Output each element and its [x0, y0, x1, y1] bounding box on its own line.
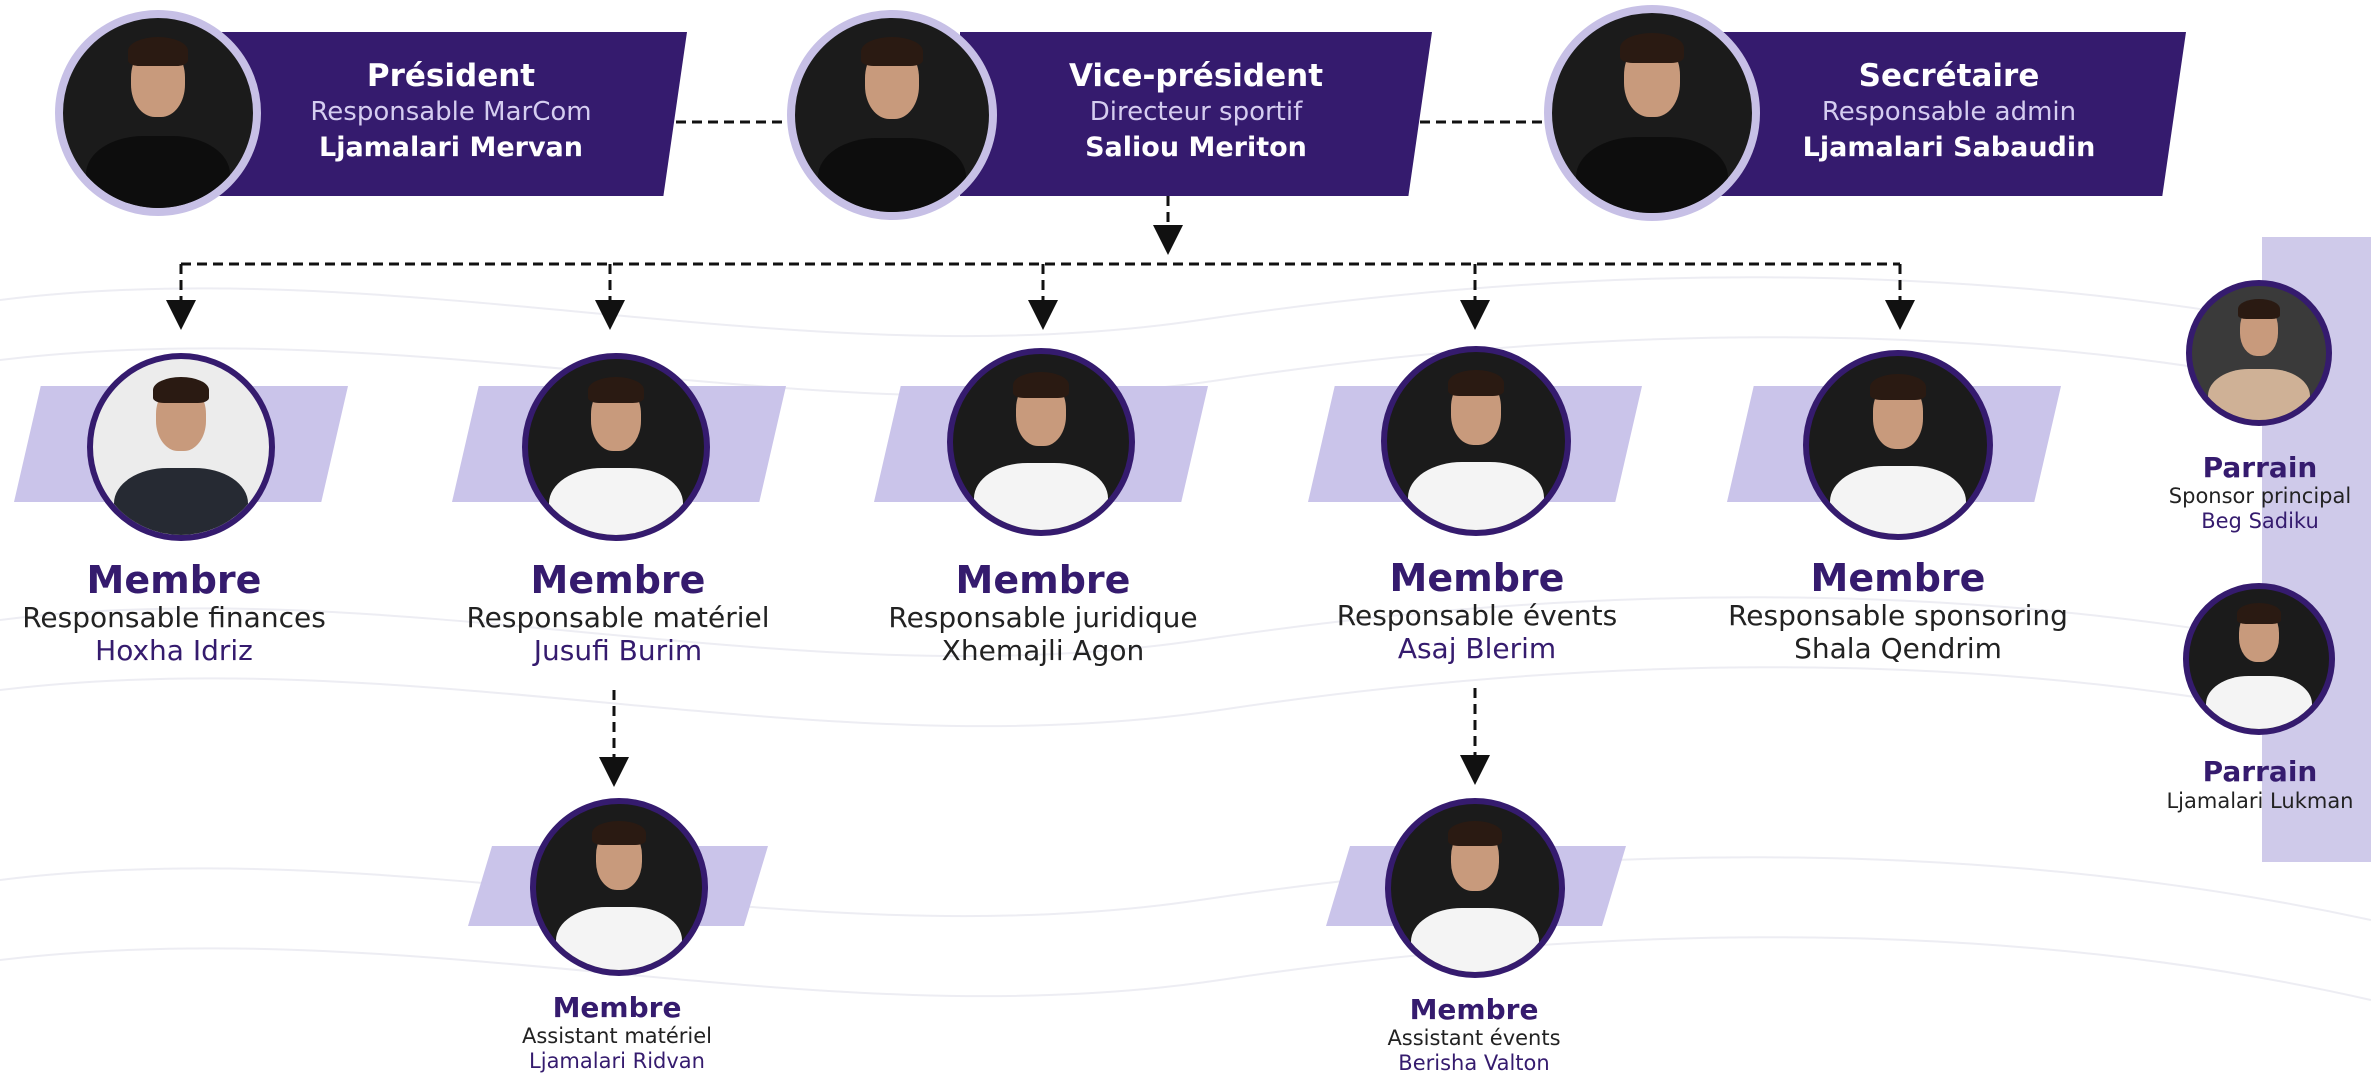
member-role: Membre: [530, 558, 706, 602]
member-role: Membre: [86, 558, 262, 602]
assistant-name: Berisha Valton: [1398, 1051, 1550, 1075]
assistant-card: Membre Assistant évents Berisha Valton: [1294, 994, 1654, 1076]
exec-role: Président: [366, 58, 536, 94]
sponsor-card: Parrain Sponsor principal Beg Sadiku: [2155, 452, 2365, 534]
avatar: [787, 10, 997, 220]
avatar: [1544, 5, 1760, 221]
sponsor-card: Parrain Ljamalari Lukman: [2155, 756, 2365, 814]
member-name: Jusufi Burim: [533, 634, 703, 667]
member-card: Membre Responsable matériel Jusufi Burim: [408, 558, 828, 668]
member-role: Membre: [955, 558, 1131, 602]
member-card: Membre Responsable évents Asaj Blerim: [1267, 556, 1687, 666]
exec-name: Ljamalari Mervan: [318, 132, 583, 163]
avatar: [2186, 280, 2332, 426]
avatar: [1381, 346, 1571, 536]
avatar: [530, 798, 708, 976]
member-role: Membre: [1389, 556, 1565, 600]
member-card: Membre Responsable juridique Xhemajli Ag…: [833, 558, 1253, 668]
member-responsibility: Responsable sponsoring: [1728, 599, 2068, 632]
member-name: Shala Qendrim: [1794, 632, 2002, 665]
member-responsibility: Responsable juridique: [888, 601, 1198, 634]
exec-role: Vice-président: [1068, 58, 1324, 94]
sponsor-role: Parrain: [2202, 755, 2318, 788]
exec-subtitle: Responsable admin: [1821, 97, 2077, 127]
exec-subtitle: Responsable MarCom: [310, 97, 592, 127]
avatar: [87, 353, 275, 541]
member-responsibility: Responsable évents: [1336, 599, 1618, 632]
exec-banner: Président Responsable MarCom Ljamalari M…: [215, 32, 687, 196]
member-name: Xhemajli Agon: [941, 634, 1145, 667]
assistant-role: Membre: [1409, 993, 1539, 1026]
member-responsibility: Responsable matériel: [466, 601, 770, 634]
member-name: Hoxha Idriz: [95, 634, 253, 667]
exec-banner: Vice-président Directeur sportif Saliou …: [960, 32, 1432, 196]
sponsor-name: Ljamalari Lukman: [2166, 789, 2354, 813]
sponsor-name: Beg Sadiku: [2201, 509, 2319, 533]
sponsor-role: Parrain: [2202, 451, 2318, 484]
exec-name: Ljamalari Sabaudin: [1802, 132, 2096, 163]
avatar: [2183, 583, 2335, 735]
avatar: [522, 353, 710, 541]
assistant-responsibility: Assistant matériel: [521, 1024, 713, 1048]
exec-role: Secrétaire: [1858, 58, 2040, 94]
member-card: Membre Responsable finances Hoxha Idriz: [0, 558, 384, 668]
assistant-card: Membre Assistant matériel Ljamalari Ridv…: [437, 992, 797, 1074]
exec-name: Saliou Meriton: [1085, 132, 1307, 163]
exec-subtitle: Directeur sportif: [1089, 97, 1303, 127]
member-role: Membre: [1810, 556, 1986, 600]
avatar: [1385, 798, 1565, 978]
assistant-name: Ljamalari Ridvan: [529, 1049, 705, 1073]
member-responsibility: Responsable finances: [22, 601, 326, 634]
assistant-role: Membre: [552, 991, 682, 1024]
avatar: [1803, 350, 1993, 540]
member-card: Membre Responsable sponsoring Shala Qend…: [1688, 556, 2108, 666]
member-name: Asaj Blerim: [1397, 632, 1557, 665]
exec-banner: Secrétaire Responsable admin Ljamalari S…: [1712, 32, 2186, 196]
avatar: [55, 10, 261, 216]
avatar: [947, 348, 1135, 536]
sponsor-responsibility: Sponsor principal: [2168, 484, 2352, 508]
assistant-responsibility: Assistant évents: [1387, 1026, 1561, 1050]
